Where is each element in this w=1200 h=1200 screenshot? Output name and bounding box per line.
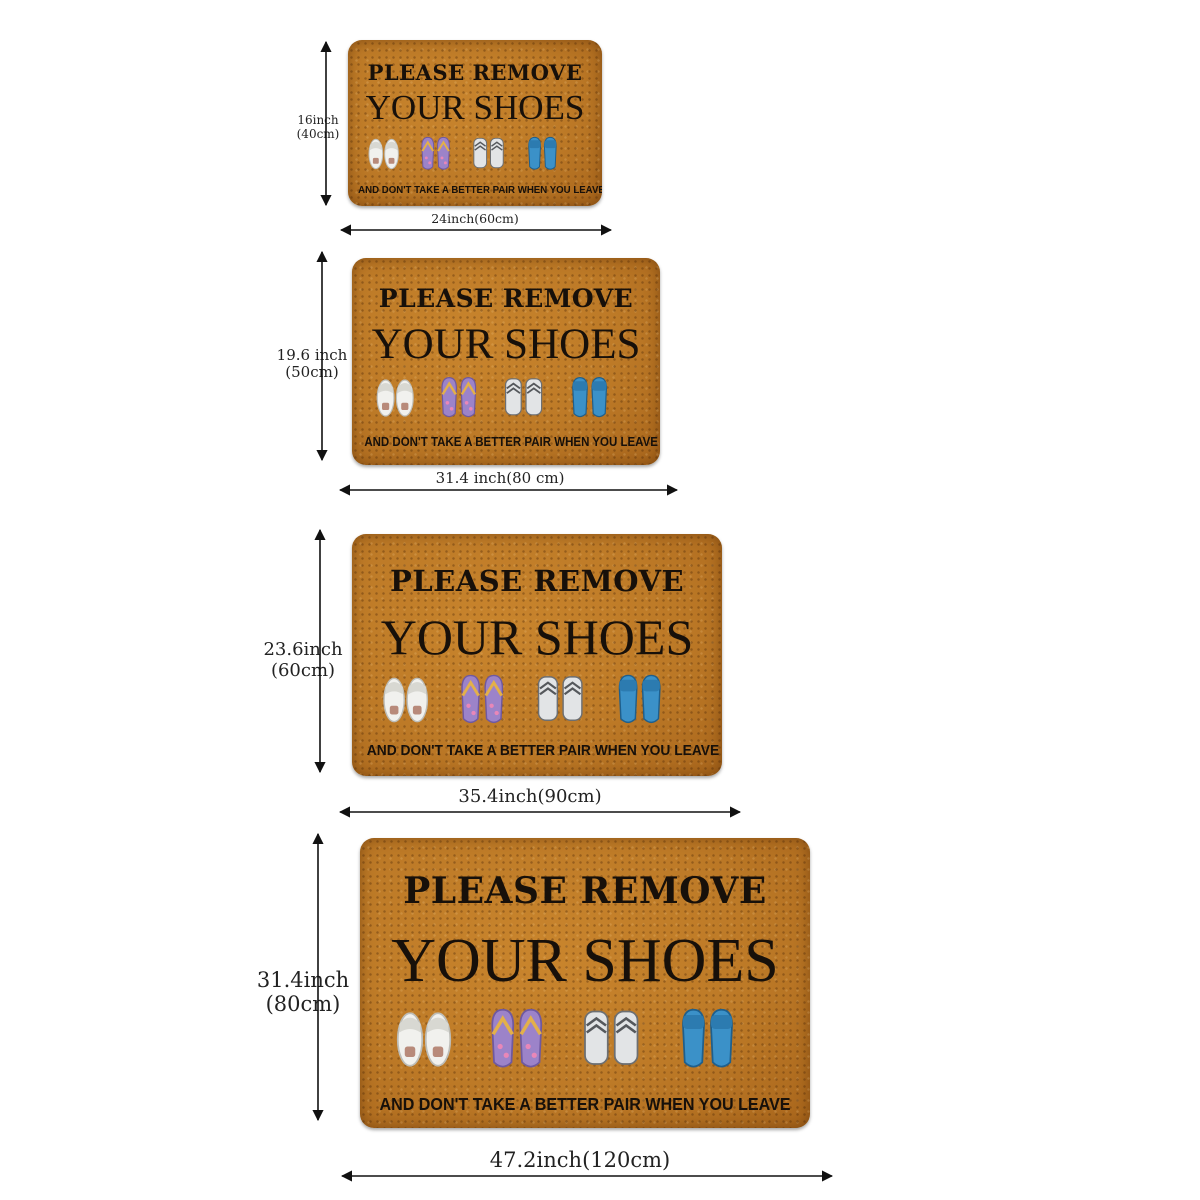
shoes-illustration <box>396 1008 734 1069</box>
doormat-medium: PLEASE REMOVE YOUR SHOES AND DON'T TAKE … <box>352 258 660 465</box>
mat-headline: YOUR SHOES <box>365 88 585 127</box>
height-inch: 19.6 inch <box>276 346 348 364</box>
width-label-3: 35.4inch(90cm) <box>458 786 602 807</box>
mat-headline: YOUR SHOES <box>380 609 694 665</box>
mat-headline: YOUR SHOES <box>371 321 641 368</box>
mat-footer-line: AND DON'T TAKE A BETTER PAIR WHEN YOU LE… <box>364 435 658 449</box>
shoes-illustration <box>368 136 558 171</box>
shoes-illustration <box>382 674 662 724</box>
mat-footer-line: AND DON'T TAKE A BETTER PAIR WHEN YOU LE… <box>358 184 602 196</box>
shoes-illustration <box>376 376 608 418</box>
height-cm: (80cm) <box>265 992 341 1017</box>
width-label-4: 47.2inch(120cm) <box>489 1148 671 1172</box>
mat-title-line: PLEASE REMOVE <box>367 60 583 85</box>
width-label-1: 24inch(60cm) <box>431 211 519 226</box>
mat-footer-line: AND DON'T TAKE A BETTER PAIR WHEN YOU LE… <box>366 742 720 759</box>
height-inch: 31.4inch <box>256 968 350 992</box>
doormat-large: PLEASE REMOVE YOUR SHOES AND DON'T TAKE … <box>352 534 722 776</box>
mat-title-line: PLEASE REMOVE <box>403 870 767 912</box>
doormat-extra-large: PLEASE REMOVE YOUR SHOES AND DON'T TAKE … <box>360 838 810 1128</box>
mat-headline: YOUR SHOES <box>391 927 779 995</box>
width-label-2: 31.4 inch(80 cm) <box>435 469 565 487</box>
height-label-4: 31.4inch (80cm) <box>238 968 368 1016</box>
mat-footer-line: AND DON'T TAKE A BETTER PAIR WHEN YOU LE… <box>379 1094 791 1114</box>
mat-title-line: PLEASE REMOVE <box>389 564 685 598</box>
mat-title-line: PLEASE REMOVE <box>378 284 634 313</box>
doormat-small: PLEASE REMOVE YOUR SHOES AND DON'T TAKE … <box>348 40 602 206</box>
